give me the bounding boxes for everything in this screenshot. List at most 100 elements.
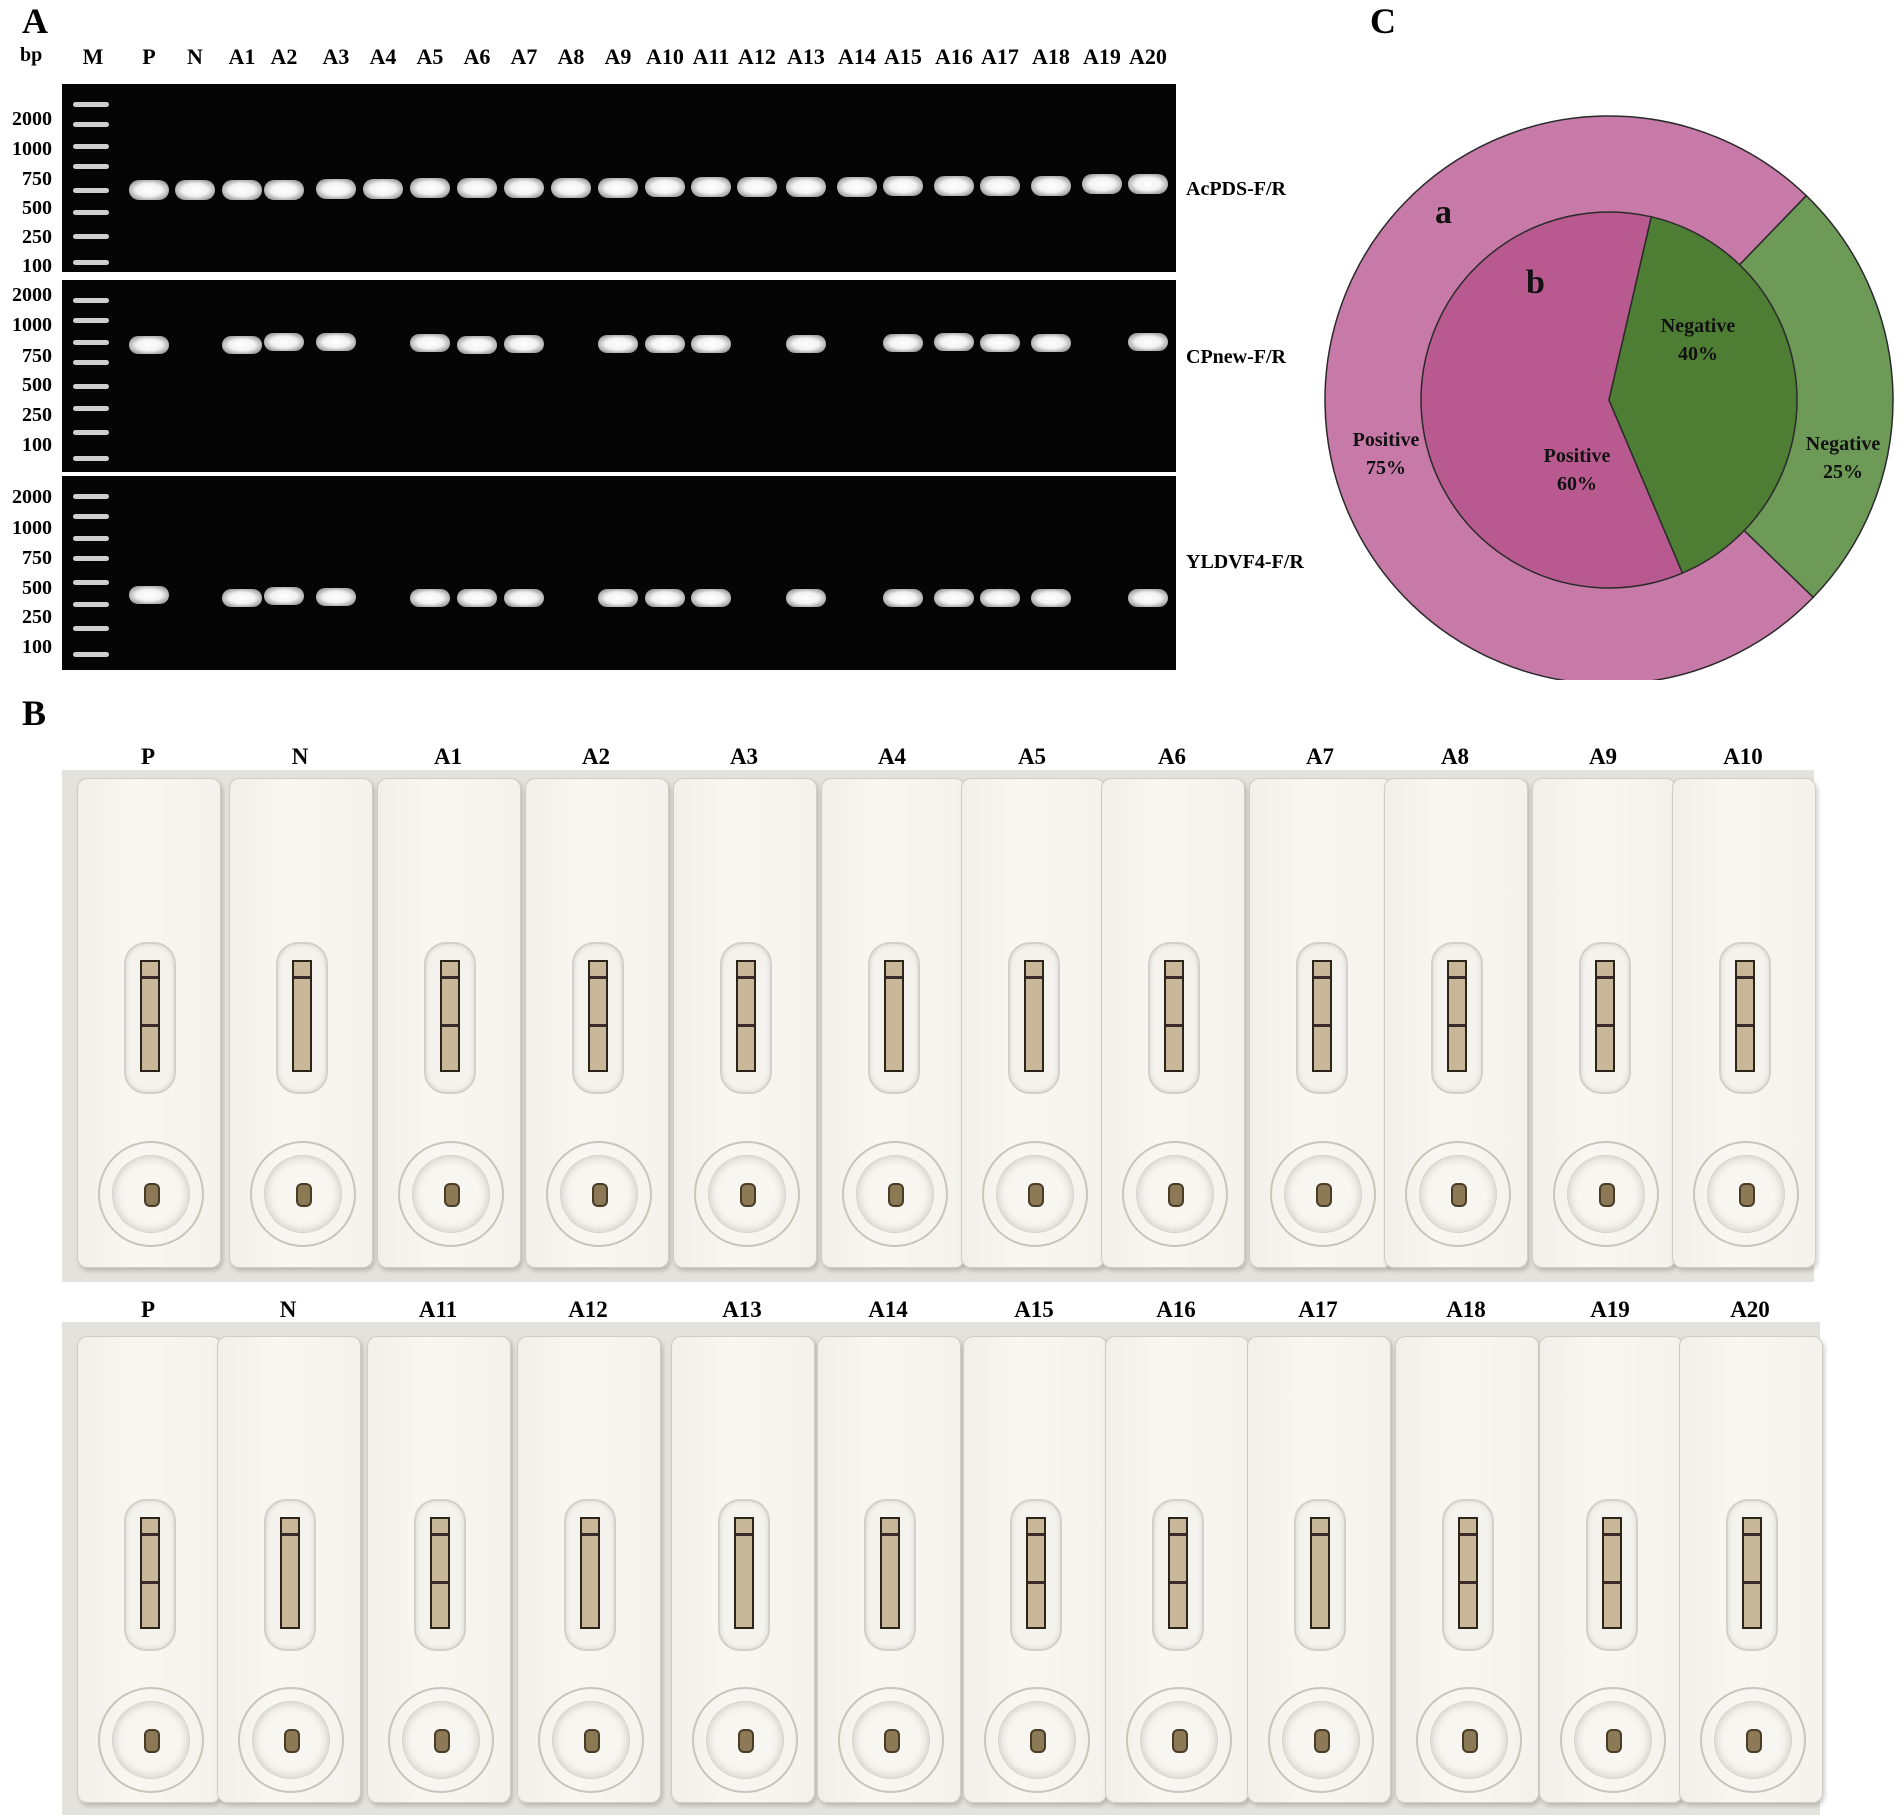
bp-tick-label: 1000 xyxy=(12,138,52,160)
gel-band-N xyxy=(175,180,215,200)
ladder-band xyxy=(73,580,109,585)
gel-band-A9 xyxy=(598,178,638,198)
control-line xyxy=(1744,1533,1760,1536)
gel-band-A9 xyxy=(598,589,638,607)
control-line xyxy=(1026,976,1042,979)
bp-tick-label: 750 xyxy=(22,547,52,569)
gel-band-A5 xyxy=(410,334,450,352)
test-strip-card-N xyxy=(229,778,373,1268)
lane-label-A12: A12 xyxy=(738,44,776,69)
sample-hole xyxy=(1028,1183,1044,1207)
bp-tick-label: 1000 xyxy=(12,314,52,336)
ladder-band xyxy=(73,210,109,215)
gel-band-A15 xyxy=(883,334,923,352)
lane-label-A13: A13 xyxy=(787,44,825,69)
gel-band-A11 xyxy=(691,589,731,607)
gel-band-A7 xyxy=(504,589,544,607)
bp-tick-label: 250 xyxy=(22,606,52,628)
gel-band-A2 xyxy=(264,180,304,200)
test-strip-card-P xyxy=(77,1336,221,1803)
sample-hole xyxy=(1451,1183,1467,1207)
gel-band-A3 xyxy=(316,588,356,606)
bp-unit-label: bp xyxy=(20,44,43,66)
gel-band-A10 xyxy=(645,335,685,353)
lane-label-A15: A15 xyxy=(884,44,922,69)
strip-label-A7: A7 xyxy=(1305,744,1335,769)
bp-tick-label: 500 xyxy=(22,197,52,219)
strip-window xyxy=(1579,942,1631,1094)
test-strip xyxy=(1164,960,1184,1072)
test-strip-card-A14 xyxy=(817,1336,961,1803)
sample-hole xyxy=(1606,1729,1622,1753)
gel-band-A20 xyxy=(1128,174,1168,194)
strip-window xyxy=(414,1499,466,1651)
gel-band-A2 xyxy=(264,333,304,351)
sample-hole xyxy=(1746,1729,1762,1753)
sample-well-ring xyxy=(1693,1141,1799,1247)
control-line xyxy=(1604,1533,1620,1536)
strip-window xyxy=(424,942,476,1094)
ladder-band xyxy=(73,318,109,323)
ladder-band xyxy=(73,456,109,461)
pie-inner-ring xyxy=(1420,211,1798,589)
strip-window xyxy=(1586,1499,1638,1651)
lane-label-A19: A19 xyxy=(1083,44,1121,69)
lane-label-A8: A8 xyxy=(557,44,585,69)
sample-hole xyxy=(1599,1183,1615,1207)
strip-window xyxy=(1431,942,1483,1094)
test-line xyxy=(1314,1024,1330,1027)
test-strip xyxy=(430,1517,450,1629)
gel-band-A9 xyxy=(598,335,638,353)
sample-hole xyxy=(1314,1729,1330,1753)
strip-window xyxy=(1719,942,1771,1094)
nested-pie-chart: a b Positive 75% Negative 25% Positive 6… xyxy=(1324,115,1894,680)
strip-window xyxy=(264,1499,316,1651)
gel-band-A16 xyxy=(934,176,974,196)
lane-label-A2: A2 xyxy=(270,44,298,69)
ladder-band xyxy=(73,122,109,127)
strip-window xyxy=(1008,942,1060,1094)
strip-window xyxy=(124,942,176,1094)
inner-negative-slice xyxy=(1608,215,1798,575)
gel-band-A2 xyxy=(264,587,304,605)
lane-label-A11: A11 xyxy=(692,44,730,69)
sample-well-ring xyxy=(546,1141,652,1247)
strip-window xyxy=(868,942,920,1094)
sample-hole xyxy=(434,1729,450,1753)
gel-band-A3 xyxy=(316,179,356,199)
gel-band-A12 xyxy=(737,177,777,197)
test-strip-card-A7 xyxy=(1249,778,1393,1268)
gel-band-A15 xyxy=(883,589,923,607)
ladder-band xyxy=(73,260,109,265)
test-strip-card-A5 xyxy=(961,778,1105,1268)
gel-band-P xyxy=(129,586,169,604)
lane-label-A1: A1 xyxy=(228,44,256,69)
sample-hole xyxy=(444,1183,460,1207)
lane-label-A5: A5 xyxy=(416,44,444,69)
strip-label-A9: A9 xyxy=(1588,744,1618,769)
strip-window xyxy=(1442,1499,1494,1651)
gel-block-3 xyxy=(62,476,1176,670)
bp-tick-label: 250 xyxy=(22,226,52,248)
test-line xyxy=(1449,1024,1465,1027)
outer-positive-value: 75% xyxy=(1366,457,1406,479)
sample-hole xyxy=(296,1183,312,1207)
ladder-band xyxy=(73,234,109,239)
strip-label-N: N xyxy=(291,744,309,769)
gel-band-A13 xyxy=(786,177,826,197)
lane-label-A10: A10 xyxy=(646,44,684,69)
bp-tick-label: 750 xyxy=(22,345,52,367)
sample-well xyxy=(264,1155,342,1233)
sample-well xyxy=(560,1155,638,1233)
sample-well xyxy=(1707,1155,1785,1233)
test-strip xyxy=(1735,960,1755,1072)
test-line xyxy=(1597,1024,1613,1027)
test-strip xyxy=(1595,960,1615,1072)
control-line xyxy=(1449,976,1465,979)
sample-well xyxy=(1430,1701,1508,1779)
test-strip-card-A19 xyxy=(1539,1336,1683,1803)
ladder-band xyxy=(73,602,109,607)
control-line xyxy=(590,976,606,979)
sample-hole xyxy=(1739,1183,1755,1207)
ladder-band xyxy=(73,164,109,169)
